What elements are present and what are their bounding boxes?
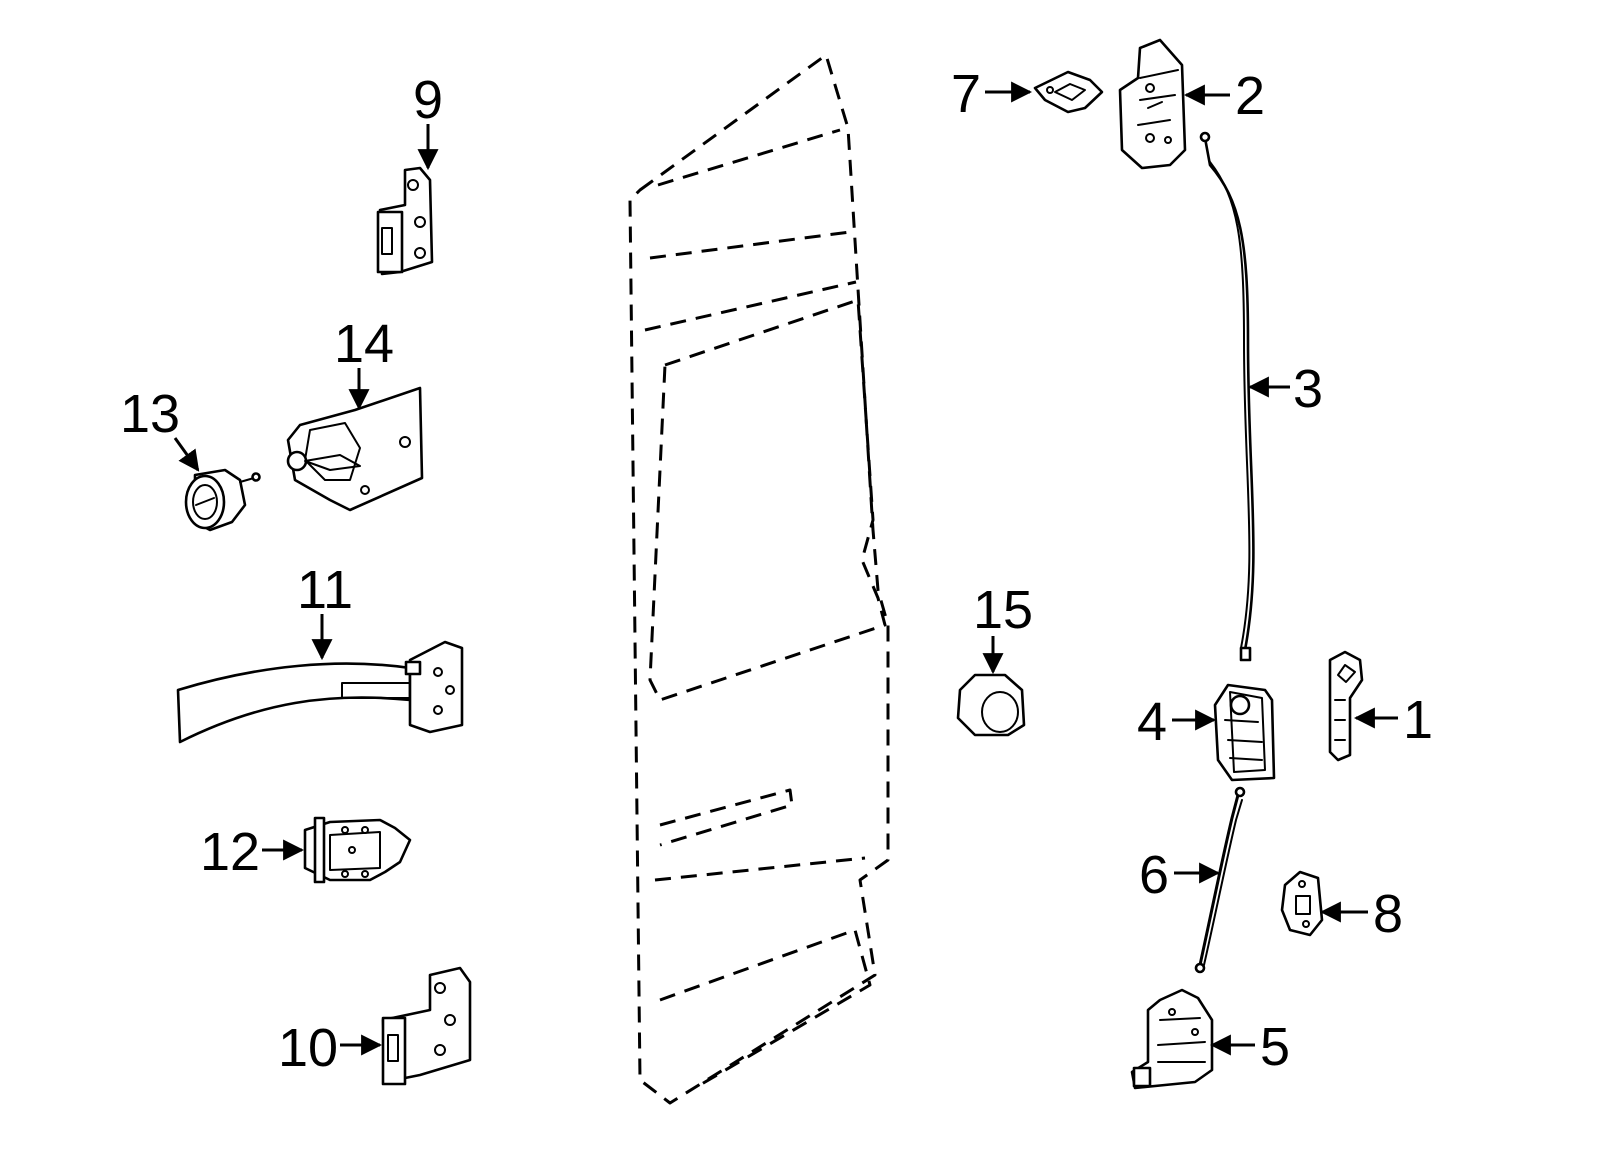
callout-8: 8 [1373,884,1403,944]
leader-13 [173,437,200,472]
upper-hinge-part [376,166,434,276]
lower-latch-cable-part [1194,786,1246,974]
callout-4: 4 [1137,692,1167,752]
latch-bracket-part [1033,70,1104,114]
callout-13: 13 [120,384,180,444]
upper-latch-part [1118,38,1187,170]
callout-1: 1 [1403,690,1433,750]
small-hinge-part [303,816,412,884]
rear-door-outline [628,53,890,1105]
inside-handle-part [1328,650,1364,762]
callout-7: 7 [951,64,981,124]
callout-10: 10 [278,1018,338,1078]
callout-15: 15 [973,580,1033,640]
callout-5: 5 [1260,1017,1290,1077]
callout-2: 2 [1235,66,1265,126]
hinge-bracket-part [286,386,424,512]
callout-14: 14 [334,314,394,374]
callout-labels: 9 14 13 11 12 10 15 7 2 3 4 1 6 8 5 [120,64,1433,1078]
upper-latch-cable-part [1199,131,1255,662]
callout-6: 6 [1139,845,1169,905]
callout-9: 9 [413,70,443,130]
lock-mechanism-part [1213,683,1276,782]
callout-12: 12 [200,822,260,882]
grommet-cap-part [956,673,1026,737]
leader-arrows [173,81,1398,1056]
callout-3: 3 [1293,359,1323,419]
striker-plate-part [1280,870,1324,937]
door-stop-bumper-part [184,468,261,532]
callout-11: 11 [297,560,353,620]
door-check-strap-part [176,640,464,744]
lower-latch-part [1130,988,1214,1090]
lower-hinge-part [381,966,472,1086]
